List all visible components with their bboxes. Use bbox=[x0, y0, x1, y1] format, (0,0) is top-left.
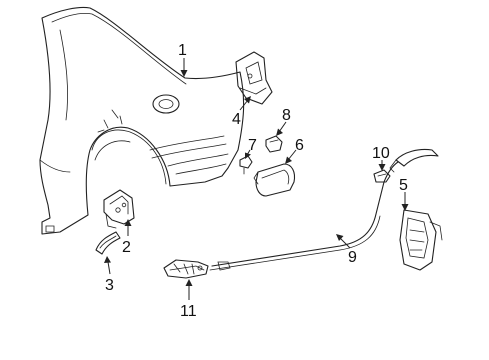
fuel-door-housing bbox=[235, 51, 273, 105]
callout-8: 8 bbox=[282, 107, 291, 124]
filler-pipe-housing bbox=[389, 148, 443, 271]
callout-9: 9 bbox=[348, 249, 357, 266]
door-bumper bbox=[265, 135, 283, 153]
grommet bbox=[373, 169, 391, 183]
callout-11: 11 bbox=[180, 303, 197, 320]
fuel-door bbox=[253, 163, 296, 197]
callout-7: 7 bbox=[248, 137, 257, 154]
release-lever bbox=[163, 259, 209, 279]
callout-10: 10 bbox=[372, 145, 390, 162]
callout-4: 4 bbox=[232, 111, 241, 128]
quarter-panel bbox=[39, 6, 245, 235]
callout-6: 6 bbox=[295, 137, 304, 154]
leader-lines bbox=[104, 58, 409, 300]
drain-hose bbox=[95, 231, 121, 255]
callout-1: 1 bbox=[178, 42, 187, 59]
callout-labels: 1 2 3 4 5 6 7 8 9 10 11 bbox=[105, 42, 408, 320]
callout-2: 2 bbox=[122, 239, 131, 256]
callout-5: 5 bbox=[399, 177, 408, 194]
release-cable bbox=[209, 161, 399, 271]
retaining-clip bbox=[239, 155, 253, 175]
callout-3: 3 bbox=[105, 277, 114, 294]
